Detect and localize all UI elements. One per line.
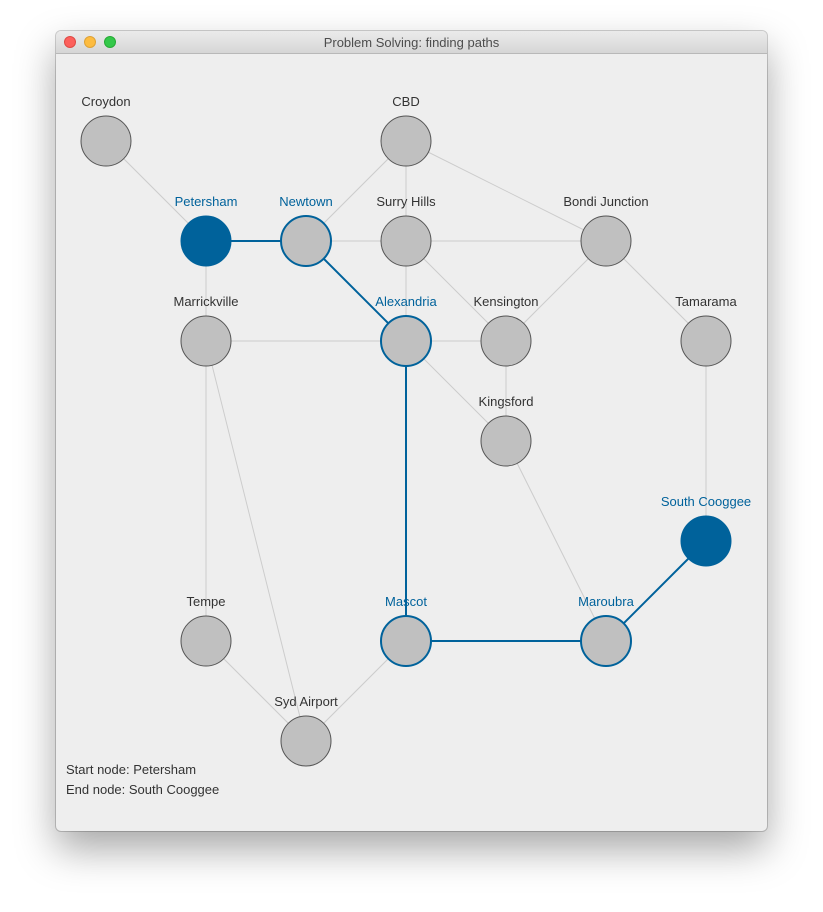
edge-kingsford-maroubra bbox=[505, 440, 607, 642]
node-circle-surry-hills[interactable] bbox=[380, 215, 432, 267]
start-node-status: Start node: Petersham bbox=[66, 762, 197, 777]
edge-cbd-bondi-junction bbox=[405, 140, 607, 242]
node-circle-maroubra[interactable] bbox=[580, 615, 632, 667]
window-title: Problem Solving: finding paths bbox=[323, 35, 500, 50]
node-circle-newtown[interactable] bbox=[280, 215, 332, 267]
node-label-maroubra: Maroubra bbox=[578, 594, 634, 609]
node-label-alexandria: Alexandria bbox=[375, 294, 437, 309]
node-alexandria[interactable]: Alexandria bbox=[375, 294, 437, 367]
node-label-south-cooggee: South Cooggee bbox=[661, 494, 751, 509]
node-kensington[interactable]: Kensington bbox=[473, 294, 539, 367]
node-label-newtown: Newtown bbox=[279, 194, 332, 209]
node-syd-airport[interactable]: Syd Airport bbox=[274, 694, 338, 767]
node-marrickville[interactable]: Marrickville bbox=[174, 294, 239, 367]
node-south-cooggee[interactable]: South Cooggee bbox=[661, 494, 751, 567]
node-maroubra[interactable]: Maroubra bbox=[578, 594, 635, 667]
node-tamarama[interactable]: Tamarama bbox=[675, 294, 737, 367]
node-label-croydon: Croydon bbox=[81, 94, 130, 109]
end-node-status: End node: South Cooggee bbox=[66, 782, 220, 797]
node-label-mascot: Mascot bbox=[385, 594, 427, 609]
node-circle-tamarama[interactable] bbox=[680, 315, 732, 367]
node-circle-kensington[interactable] bbox=[480, 315, 532, 367]
node-circle-cbd[interactable] bbox=[380, 115, 432, 167]
node-label-petersham: Petersham bbox=[175, 194, 238, 209]
node-cbd[interactable]: CBD bbox=[380, 94, 432, 167]
node-tempe[interactable]: Tempe bbox=[180, 594, 232, 667]
node-circle-syd-airport[interactable] bbox=[280, 715, 332, 767]
nodes-layer: Croydon CBD Petersham Newtown Surry Hills Bon… bbox=[80, 94, 751, 767]
title-bar[interactable]: Problem Solving: finding paths bbox=[56, 31, 767, 54]
node-label-bondi-junction: Bondi Junction bbox=[563, 194, 648, 209]
minimize-window-button[interactable] bbox=[84, 36, 96, 48]
node-mascot[interactable]: Mascot bbox=[380, 594, 432, 667]
node-label-kingsford: Kingsford bbox=[479, 394, 534, 409]
node-label-tamarama: Tamarama bbox=[675, 294, 737, 309]
node-label-cbd: CBD bbox=[392, 94, 419, 109]
node-circle-croydon[interactable] bbox=[80, 115, 132, 167]
node-bondi-junction[interactable]: Bondi Junction bbox=[563, 194, 649, 267]
app-window: Problem Solving: finding paths Croydon CB… bbox=[56, 31, 767, 831]
node-label-kensington: Kensington bbox=[473, 294, 538, 309]
node-circle-petersham[interactable] bbox=[180, 215, 232, 267]
node-circle-bondi-junction[interactable] bbox=[580, 215, 632, 267]
node-circle-alexandria[interactable] bbox=[380, 315, 432, 367]
node-surry-hills[interactable]: Surry Hills bbox=[376, 194, 436, 267]
node-label-surry-hills: Surry Hills bbox=[376, 194, 436, 209]
node-circle-mascot[interactable] bbox=[380, 615, 432, 667]
node-circle-kingsford[interactable] bbox=[480, 415, 532, 467]
node-petersham[interactable]: Petersham bbox=[175, 194, 238, 267]
graph-canvas[interactable]: Croydon CBD Petersham Newtown Surry Hills Bon… bbox=[56, 31, 767, 831]
node-kingsford[interactable]: Kingsford bbox=[479, 394, 534, 467]
node-newtown[interactable]: Newtown bbox=[279, 194, 333, 267]
node-croydon[interactable]: Croydon bbox=[80, 94, 132, 167]
node-label-syd-airport: Syd Airport bbox=[274, 694, 338, 709]
node-label-marrickville: Marrickville bbox=[174, 294, 239, 309]
edge-marrickville-syd-airport bbox=[205, 340, 307, 742]
zoom-window-button[interactable] bbox=[104, 36, 116, 48]
node-circle-tempe[interactable] bbox=[180, 615, 232, 667]
close-window-button[interactable] bbox=[64, 36, 76, 48]
node-circle-south-cooggee[interactable] bbox=[680, 515, 732, 567]
node-circle-marrickville[interactable] bbox=[180, 315, 232, 367]
node-label-tempe: Tempe bbox=[186, 594, 225, 609]
